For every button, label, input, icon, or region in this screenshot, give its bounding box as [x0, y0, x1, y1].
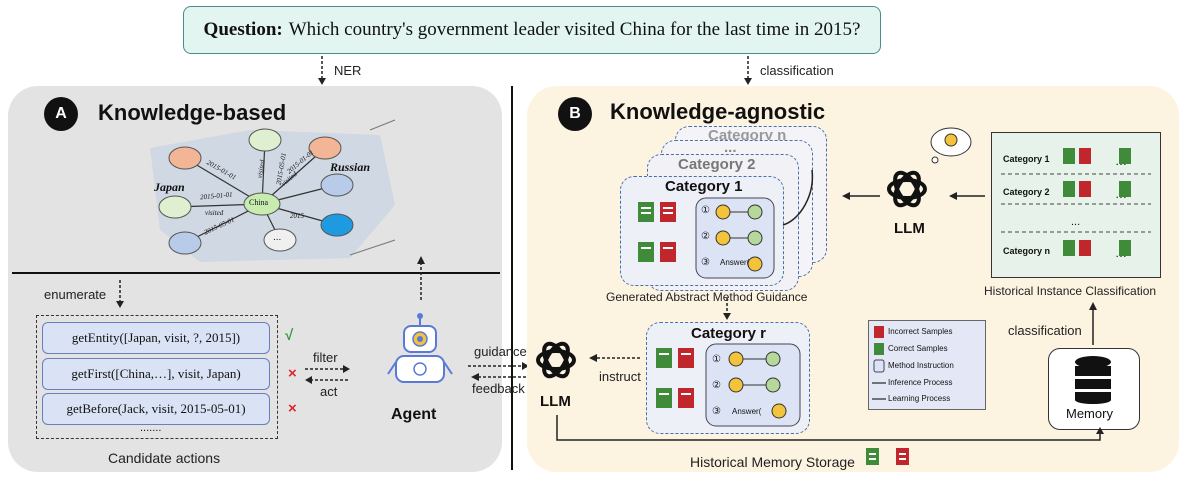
enumerate-label: enumerate	[44, 287, 107, 302]
database-icon	[1075, 356, 1111, 404]
badge-b: B	[558, 97, 592, 131]
cross-icon: ×	[288, 365, 297, 382]
cross-icon: ×	[288, 400, 297, 417]
method-answer: Answer(	[720, 258, 750, 267]
classification-top-label: classification	[760, 63, 834, 78]
graph-edge-label: 2015	[290, 212, 304, 220]
panel-a-title: Knowledge-based	[98, 100, 287, 125]
hist-row-label: Category 1	[1003, 154, 1050, 164]
legend-learning: Learning Process	[888, 394, 951, 403]
method-step: ②	[701, 231, 710, 242]
category-r-title: Category r	[691, 325, 767, 342]
classification-side-label: classification	[1008, 323, 1082, 338]
agent-label: Agent	[391, 406, 437, 423]
knowledge-graph	[12, 119, 500, 274]
storage-caption: Historical Memory Storage	[690, 454, 855, 470]
candidates-caption: Candidate actions	[108, 450, 221, 466]
method-step: ③	[712, 406, 721, 417]
method-step: ①	[701, 205, 710, 216]
hist-dots: ...	[1071, 216, 1081, 228]
question-box: Question: Which country's government lea…	[183, 6, 881, 54]
legend-inference: Inference Process	[888, 378, 953, 387]
method-step: ②	[712, 380, 721, 391]
graph-russian-label: Russian	[330, 160, 371, 174]
llm-label-top: LLM	[894, 220, 925, 237]
legend-incorrect: Incorrect Samples	[888, 327, 953, 336]
legend-method: Method Instruction	[888, 361, 954, 370]
act-label: act	[320, 384, 338, 399]
category-n-title: Category n	[708, 127, 787, 144]
guidance-caption: Generated Abstract Method Guidance	[606, 290, 808, 304]
legend-box	[868, 320, 986, 410]
guidance-label: guidance	[474, 344, 527, 359]
method-step: ①	[712, 354, 721, 365]
historical-instance-box	[991, 132, 1161, 278]
llm-label-left: LLM	[540, 393, 571, 410]
legend-correct: Correct Samples	[888, 344, 948, 353]
more-actions: .......	[140, 422, 162, 434]
category-1-title: Category 1	[665, 178, 743, 195]
hist-row-label: Category 2	[1003, 187, 1050, 197]
hist-row-label: Category n	[1003, 246, 1051, 256]
action-get-before: getBefore(Jack, visit, 2015-05-01)	[42, 393, 270, 425]
action-get-entity: getEntity([Japan, visit, ?, 2015])	[42, 322, 270, 354]
candidate-actions-box	[36, 315, 278, 439]
hist-caption: Historical Instance Classification	[984, 284, 1157, 298]
memory-label: Memory	[1066, 406, 1113, 421]
graph-japan-label: Japan	[154, 180, 185, 194]
graph-ellipsis-label: ...	[273, 232, 282, 243]
ner-label: NER	[334, 63, 362, 78]
method-answer: Answer(	[732, 407, 762, 416]
graph-center-label: China	[249, 198, 269, 207]
feedback-label: feedback	[472, 381, 525, 396]
filter-label: filter	[313, 350, 338, 365]
hist-docs	[1001, 148, 1151, 256]
openai-llm-icon	[887, 170, 927, 208]
category-1-contents	[638, 197, 775, 279]
category-dots: ...	[724, 139, 737, 156]
question-text: Which country's government leader visite…	[288, 19, 861, 40]
panel-b-title: Knowledge-agnostic	[610, 99, 826, 124]
openai-llm-icon	[536, 341, 576, 379]
action-get-first: getFirst([China,…], visit, Japan)	[42, 358, 270, 390]
badge-a: A	[44, 97, 78, 131]
category-2-title: Category 2	[678, 156, 756, 173]
question-label: Question:	[203, 19, 283, 40]
legend-swatches	[872, 326, 886, 400]
lightbulb-icon	[930, 127, 972, 164]
agent-robot-icon	[387, 313, 453, 383]
panel-a-arrows	[116, 256, 425, 384]
instruct-label: instruct	[599, 369, 641, 384]
category-r-contents	[656, 343, 801, 427]
method-step: ③	[701, 257, 710, 268]
check-icon: √	[285, 327, 294, 344]
graph-edge-label: visited	[205, 209, 224, 217]
